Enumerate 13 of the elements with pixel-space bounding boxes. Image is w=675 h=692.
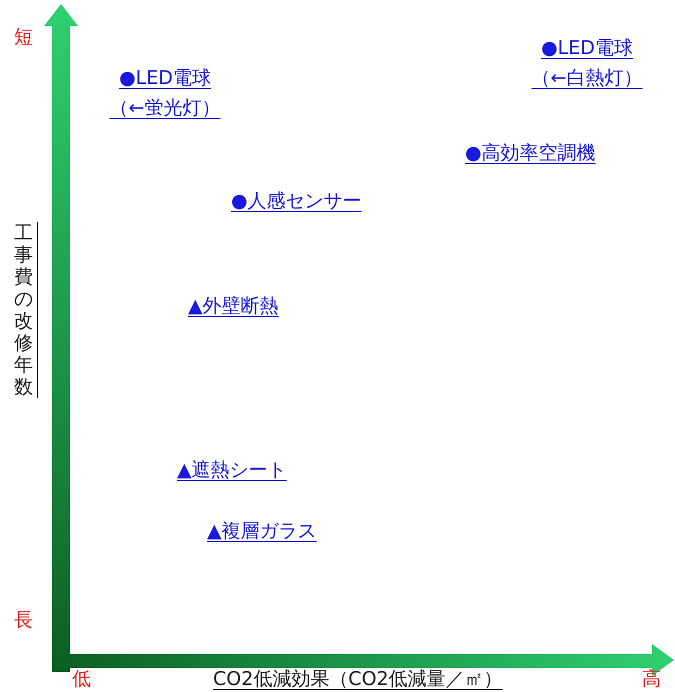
axis-end-label: 低: [72, 667, 91, 692]
plot-item-label: ▲外壁断熱: [188, 294, 279, 319]
plot-item-label: ●高効率空調機: [465, 141, 596, 166]
axis-end-label: 高: [642, 667, 661, 692]
axis-title: 工事費の改修年数: [14, 222, 38, 398]
axis-title: CO2低減効果（CO2低減量／㎡）: [213, 667, 503, 692]
axis-end-label: 長: [14, 608, 33, 633]
plot-item-label: ●LED電球（←蛍光灯）: [108, 66, 222, 121]
axis-end-label: 短: [14, 25, 33, 50]
plot-item-label: ●人感センサー: [231, 189, 362, 214]
plot-item-label: ●LED電球（←白熱灯）: [530, 36, 644, 91]
plot-item-label: ▲複層ガラス: [207, 519, 317, 544]
plot-item-label: ▲遮熱シート: [177, 458, 287, 483]
